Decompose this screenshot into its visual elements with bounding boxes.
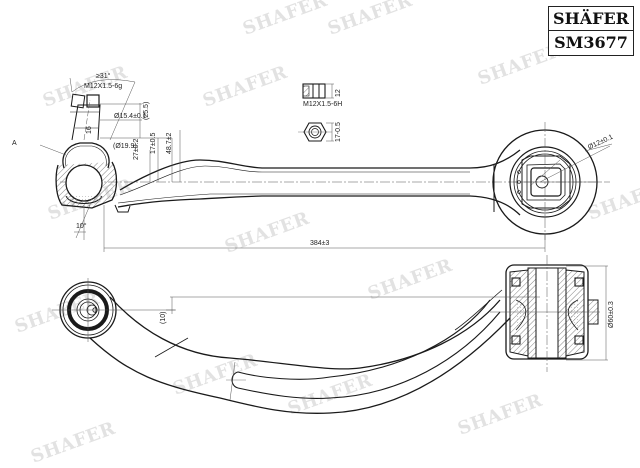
nut-height-label: 12	[335, 89, 342, 97]
brand-name: SHÄFER	[553, 9, 629, 28]
brand-logo-box: SHÄFER SM3677	[548, 6, 634, 56]
stud-diameter-label: Ø15.4±0.1	[114, 113, 147, 120]
stud-length-label: (25.5)	[143, 101, 150, 120]
side-view	[52, 255, 600, 414]
marker-a-label: A	[12, 140, 17, 147]
side-dimensions	[166, 265, 608, 361]
length-label: 384±3	[310, 240, 330, 247]
stud-thread-label: M12X1.5-6g	[84, 83, 123, 90]
dim-16-label: 16	[86, 126, 93, 134]
nut-detail	[298, 83, 334, 142]
height-27-label: 27±0.2	[133, 138, 140, 160]
top-dimensions	[39, 77, 546, 252]
nut-width-label: 17-0.5	[335, 122, 342, 142]
angle-label: ≥31°	[96, 73, 111, 80]
part-number: SM3677	[549, 30, 633, 54]
nut-thread-label: M12X1.5-6H	[303, 101, 343, 108]
height-48-label: 48.7±2	[166, 132, 173, 154]
top-view	[55, 93, 613, 240]
height-17-label: 17±0.5	[150, 132, 157, 154]
boot-diameter-label: (Ø19.9)	[113, 143, 137, 150]
bush-outer-label: Ø60±0.3	[608, 301, 615, 328]
offset-label: (10)	[160, 311, 167, 324]
tilt-angle-label: 10°	[76, 223, 87, 230]
